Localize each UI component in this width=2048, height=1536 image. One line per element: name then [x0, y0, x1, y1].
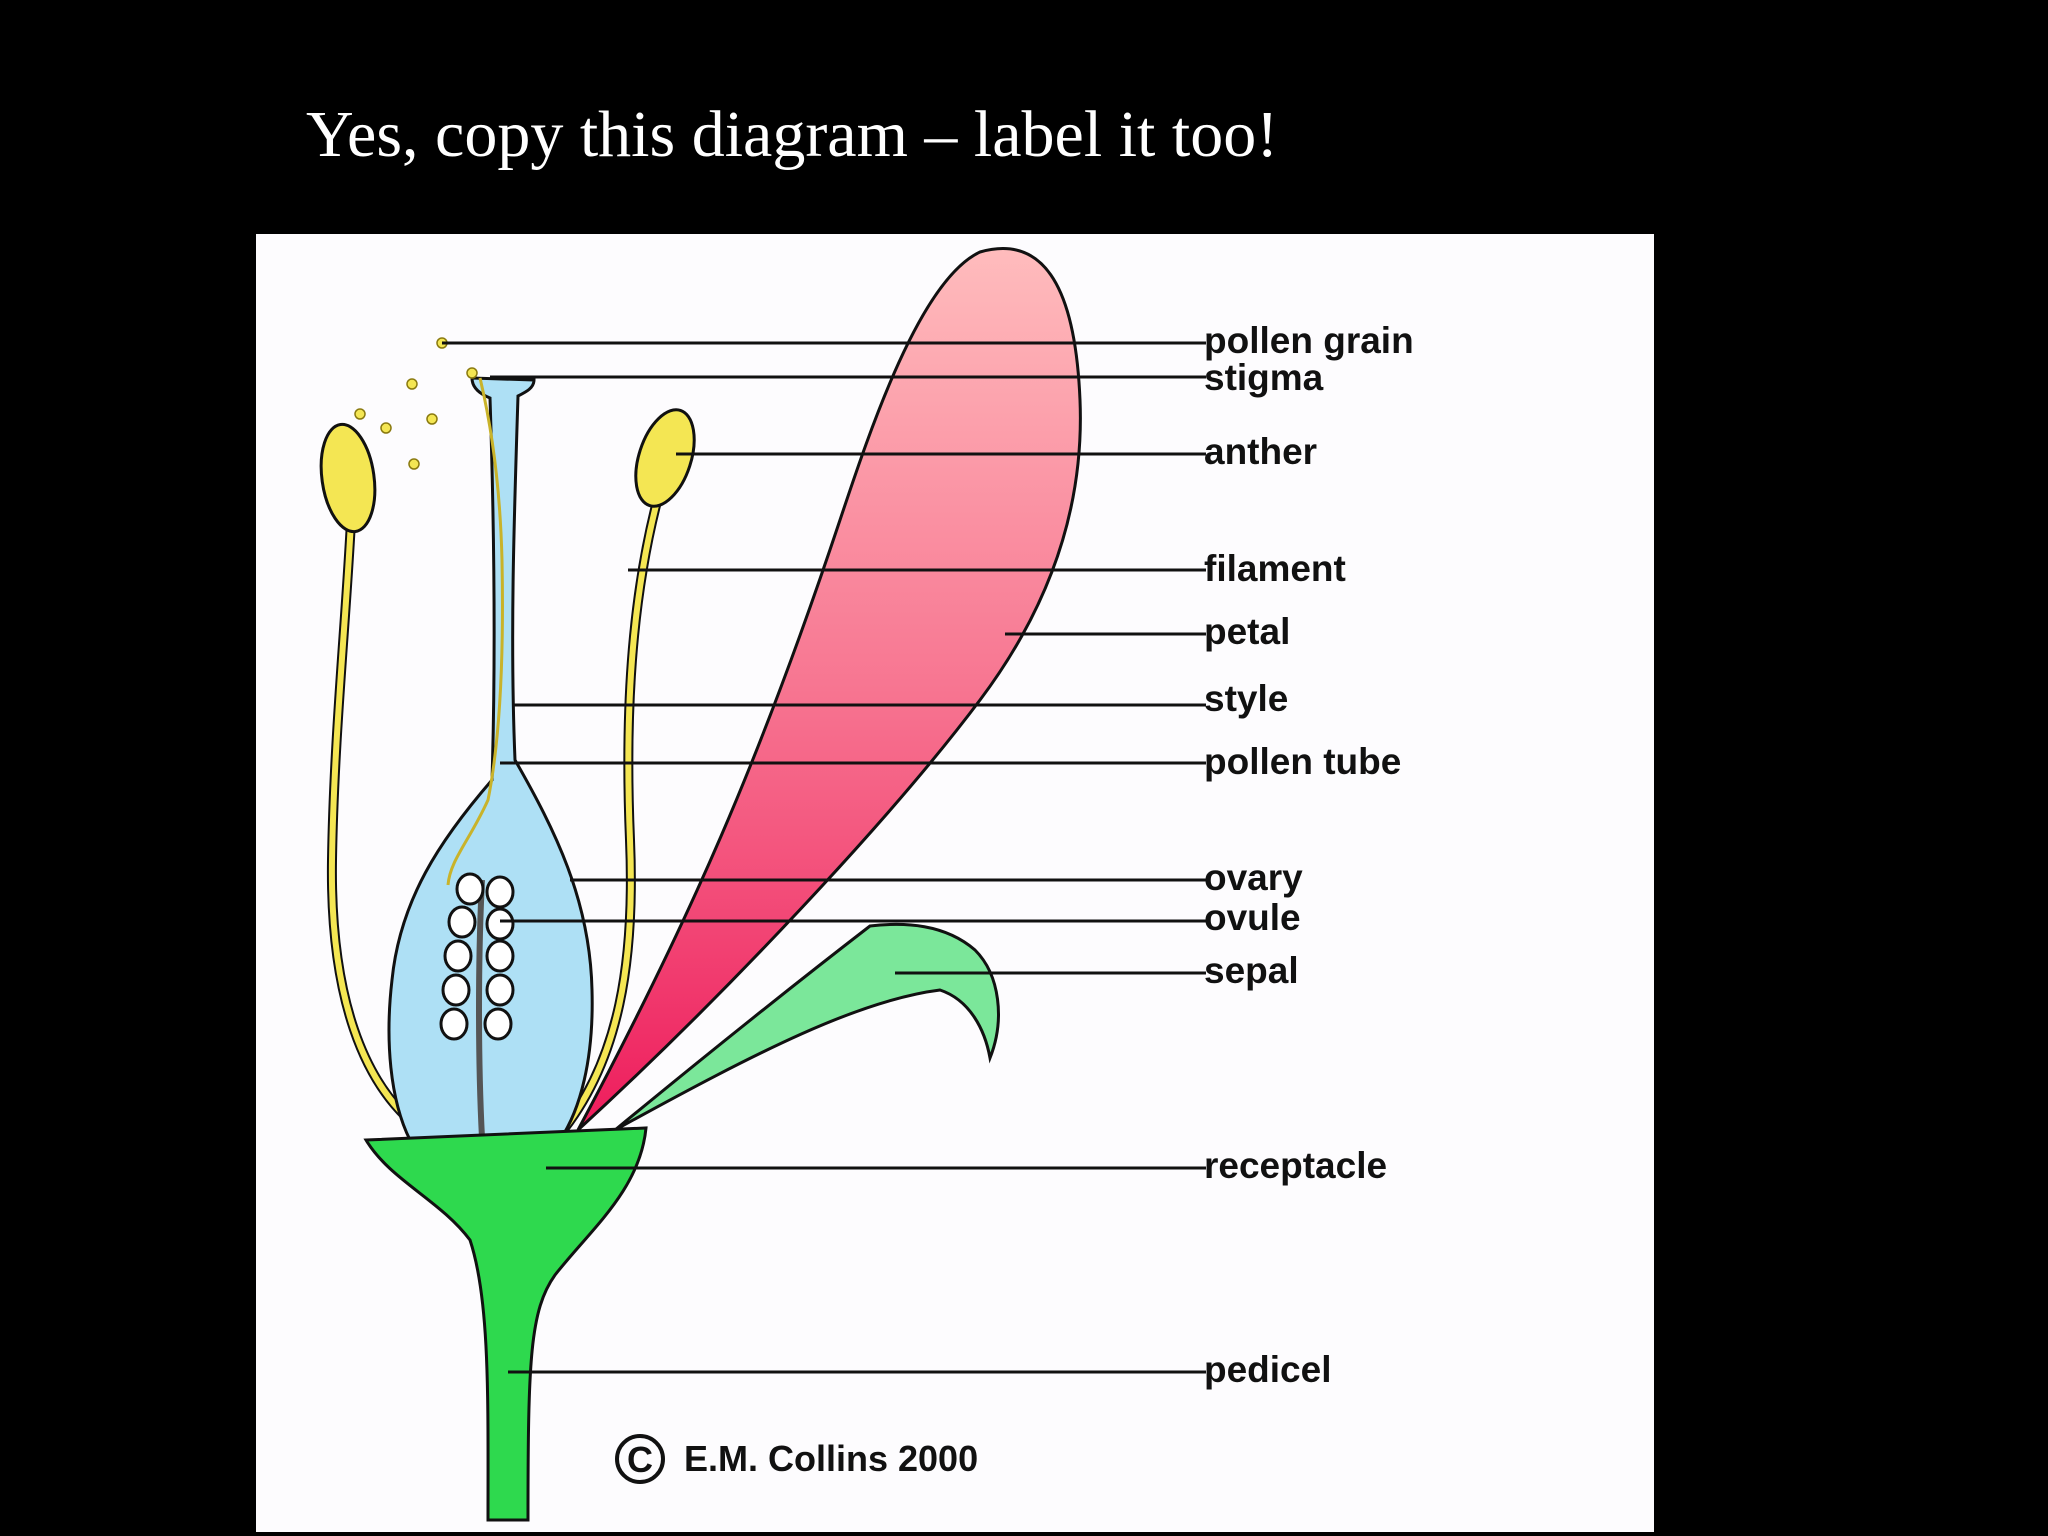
copyright-symbol: C [627, 1439, 653, 1480]
label-pollen-grain: pollen grain [1204, 320, 1414, 361]
label-pollen-tube: pollen tube [1204, 741, 1401, 782]
sepal-shape [614, 922, 1000, 1132]
right-anther [634, 408, 696, 508]
leader-lines [442, 341, 1206, 1374]
label-stigma: stigma [1204, 357, 1324, 398]
flower-diagram-panel: pollen grain stigma anther filament peta… [256, 234, 1654, 1532]
label-style: style [1204, 678, 1288, 719]
label-ovule: ovule [1204, 897, 1301, 938]
label-petal: petal [1204, 611, 1290, 652]
label-ovary: ovary [1204, 857, 1303, 898]
petal-shape [576, 247, 1082, 1132]
slide-title: Yes, copy this diagram – label it too! [306, 98, 1279, 171]
label-sepal: sepal [1204, 950, 1299, 991]
pollen-tube [446, 377, 504, 886]
flower-diagram: pollen grain stigma anther filament peta… [319, 247, 1414, 1522]
pollen-grains [354, 337, 478, 470]
ovules [439, 872, 515, 1041]
copyright-text: E.M. Collins 2000 [684, 1438, 978, 1479]
label-anther: anther [1204, 431, 1317, 472]
label-pedicel: pedicel [1204, 1349, 1332, 1390]
copyright-icon [615, 1434, 665, 1484]
receptacle-pedicel-shape [363, 1126, 648, 1522]
label-filament: filament [1204, 548, 1346, 589]
left-anther [319, 422, 377, 534]
copyright-notice: C E.M. Collins 2000 [615, 1434, 978, 1484]
label-receptacle: receptacle [1204, 1145, 1387, 1186]
